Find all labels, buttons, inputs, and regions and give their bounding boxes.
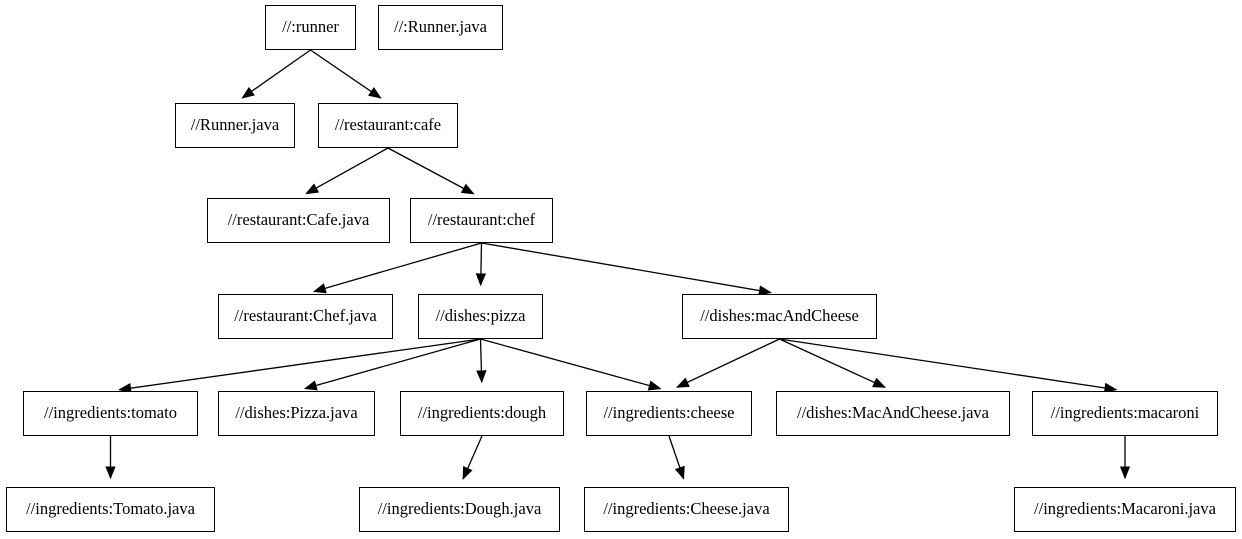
graph-node-label: //ingredients:macaroni bbox=[1050, 403, 1200, 423]
graph-edge-dishes_macandcheese-to-ing_cheese bbox=[675, 338, 780, 388]
graph-node-runner_java[interactable]: //Runner.java bbox=[175, 103, 295, 148]
graph-node-restaurant_cafe[interactable]: //restaurant:cafe bbox=[318, 103, 458, 148]
graph-node-restaurant_chef[interactable]: //restaurant:chef bbox=[410, 198, 553, 243]
graph-edge-ing_dough-to-ing_doughjava bbox=[462, 435, 483, 480]
graph-node-label: //ingredients:tomato bbox=[44, 403, 177, 423]
graph-node-ing_cheesejava[interactable]: //ingredients:Cheese.java bbox=[584, 487, 789, 532]
graph-node-label: //restaurant:Cafe.java bbox=[227, 210, 370, 230]
graph-node-dishes_macjava[interactable]: //dishes:MacAndCheese.java bbox=[776, 391, 1010, 436]
graph-edge-restaurant_cafe-to-restaurant_chef bbox=[387, 147, 475, 195]
graph-edge-dishes_pizza-to-ing_tomato bbox=[118, 338, 481, 394]
graph-node-ing_doughjava[interactable]: //ingredients:Dough.java bbox=[359, 487, 560, 532]
graph-edge-ing_cheese-to-ing_cheesejava bbox=[668, 435, 685, 480]
graph-node-label: //dishes:pizza bbox=[435, 306, 526, 326]
graph-node-ing_dough[interactable]: //ingredients:dough bbox=[400, 391, 564, 436]
graph-node-label: //dishes:Pizza.java bbox=[235, 403, 358, 423]
graph-node-ing_tomatojava[interactable]: //ingredients:Tomato.java bbox=[6, 487, 215, 532]
graph-node-label: //ingredients:Tomato.java bbox=[26, 499, 195, 519]
graph-edge-runner-to-runner_java bbox=[241, 49, 311, 99]
graph-node-ing_cheese[interactable]: //ingredients:cheese bbox=[586, 391, 752, 436]
graph-edge-dishes_macandcheese-to-ing_macaroni bbox=[779, 338, 1118, 394]
graph-node-label: //restaurant:Chef.java bbox=[234, 306, 377, 326]
graph-edge-restaurant_chef-to-dishes_macandcheese bbox=[481, 242, 772, 296]
graph-edge-dishes_pizza-to-ing_cheese bbox=[480, 338, 662, 391]
graph-node-dishes_pizzajava[interactable]: //dishes:Pizza.java bbox=[218, 391, 375, 436]
graph-node-label: //:runner bbox=[282, 17, 339, 37]
graph-node-label: //Runner.java bbox=[190, 115, 280, 135]
graph-node-label: //ingredients:dough bbox=[417, 403, 547, 423]
graph-node-label: //ingredients:cheese bbox=[603, 403, 735, 423]
graph-node-dishes_pizza[interactable]: //dishes:pizza bbox=[418, 294, 543, 339]
graph-node-ing_macaroni[interactable]: //ingredients:macaroni bbox=[1032, 391, 1218, 436]
graph-edge-restaurant_chef-to-restaurant_chefjava bbox=[312, 242, 482, 294]
graph-node-runner_java_root[interactable]: //:Runner.java bbox=[378, 5, 503, 50]
graph-node-label: //restaurant:cafe bbox=[334, 115, 442, 135]
graph-node-restaurant_chefjava[interactable]: //restaurant:Chef.java bbox=[218, 294, 393, 339]
graph-edge-dishes_pizza-to-dishes_pizzajava bbox=[303, 338, 481, 391]
graph-node-dishes_macandcheese[interactable]: //dishes:macAndCheese bbox=[682, 294, 877, 339]
graph-node-restaurant_cafejava[interactable]: //restaurant:Cafe.java bbox=[207, 198, 390, 243]
graph-node-label: //dishes:macAndCheese bbox=[700, 306, 859, 326]
graph-node-label: //ingredients:Dough.java bbox=[377, 499, 542, 519]
graph-node-label: //ingredients:Cheese.java bbox=[603, 499, 770, 519]
graph-edge-dishes_macandcheese-to-dishes_macjava bbox=[779, 338, 886, 388]
graph-node-label: //restaurant:chef bbox=[427, 210, 536, 230]
graph-node-label: //dishes:MacAndCheese.java bbox=[797, 403, 989, 423]
graph-node-ing_tomato[interactable]: //ingredients:tomato bbox=[23, 391, 198, 436]
graph-edge-restaurant_chef-to-dishes_pizza bbox=[475, 242, 487, 287]
graph-node-label: //ingredients:Macaroni.java bbox=[1034, 499, 1216, 519]
graph-node-ing_macaronijava[interactable]: //ingredients:Macaroni.java bbox=[1014, 487, 1236, 532]
graph-node-label: //:Runner.java bbox=[393, 17, 488, 37]
graph-edge-dishes_pizza-to-ing_dough bbox=[476, 338, 487, 384]
graph-edge-runner-to-restaurant_cafe bbox=[310, 49, 382, 99]
graph-edge-restaurant_cafe-to-restaurant_cafejava bbox=[305, 147, 389, 195]
graph-node-runner[interactable]: //:runner bbox=[265, 5, 356, 50]
